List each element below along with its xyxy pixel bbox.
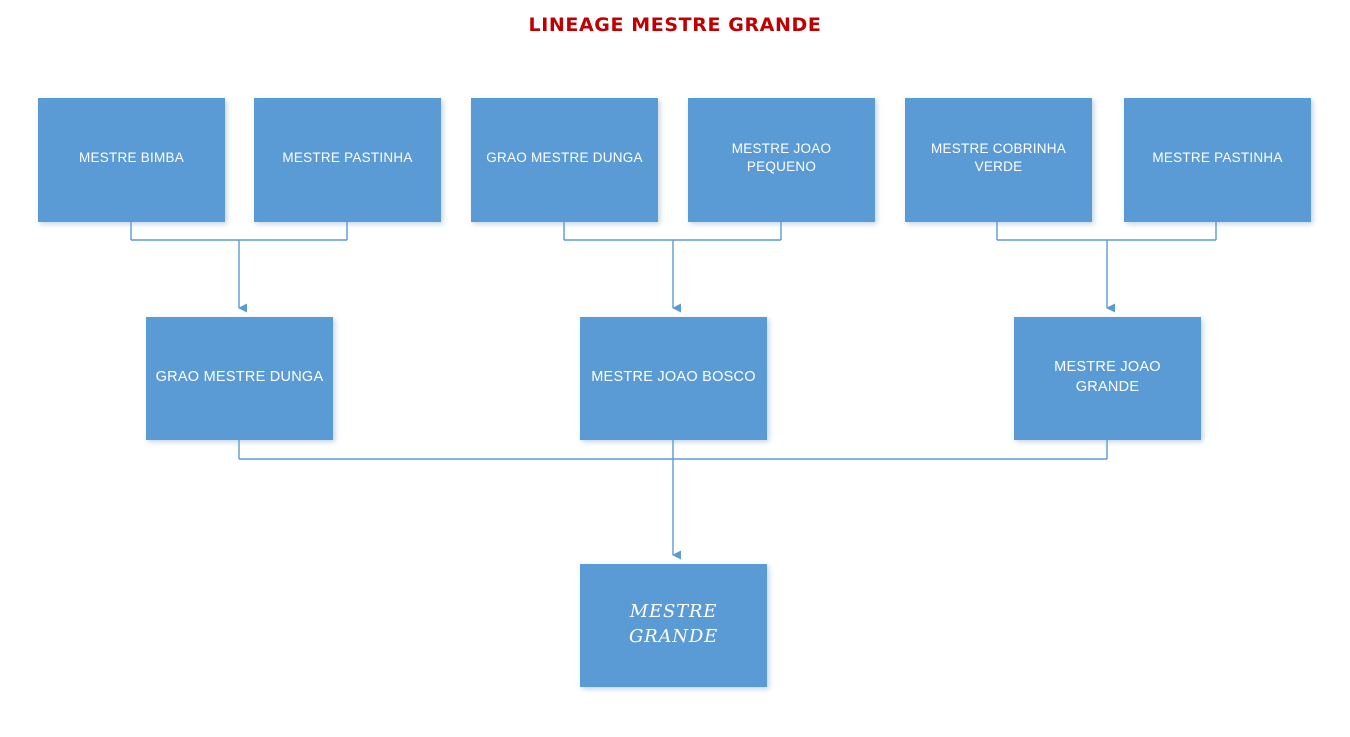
node-label: MESTRE PASTINHA (1152, 149, 1283, 165)
connector-group-1 (130, 222, 348, 313)
node-label: MESTRE JOAO GRANDE (1054, 358, 1161, 395)
node-label: MESTRE JOAO BOSCO (591, 368, 756, 385)
node-mestre-pastinha-right[interactable]: MESTRE PASTINHA (1124, 98, 1311, 222)
node-mestre-grande[interactable]: MESTRE GRANDE (580, 564, 767, 687)
node-mestre-joao-pequeno[interactable]: MESTRE JOAO PEQUENO (688, 98, 875, 222)
node-grao-mestre-dunga[interactable]: GRAO MESTRE DUNGA (146, 317, 333, 440)
node-label: MESTRE JOAO PEQUENO (731, 140, 832, 174)
node-label: MESTRE GRANDE (628, 601, 719, 647)
connector-group-4 (238, 440, 1108, 560)
node-label: MESTRE PASTINHA (282, 149, 413, 165)
node-mestre-pastinha-left[interactable]: MESTRE PASTINHA (254, 98, 441, 222)
page-title: LINEAGE MESTRE GRANDE (528, 14, 822, 36)
connector-group-2 (563, 222, 782, 313)
node-mestre-cobrinha-verde[interactable]: MESTRE COBRINHA VERDE (905, 98, 1092, 222)
node-label: GRAO MESTRE DUNGA (486, 149, 643, 165)
node-label: MESTRE COBRINHA VERDE (930, 140, 1066, 174)
node-mestre-joao-bosco[interactable]: MESTRE JOAO BOSCO (580, 317, 767, 440)
node-label: GRAO MESTRE DUNGA (155, 368, 324, 385)
node-mestre-bimba[interactable]: MESTRE BIMBA (38, 98, 225, 222)
node-label: MESTRE BIMBA (78, 149, 184, 165)
node-mestre-joao-grande[interactable]: MESTRE JOAO GRANDE (1014, 317, 1201, 440)
node-grao-mestre-dunga-top[interactable]: GRAO MESTRE DUNGA (471, 98, 658, 222)
connector-group-3 (996, 222, 1217, 313)
